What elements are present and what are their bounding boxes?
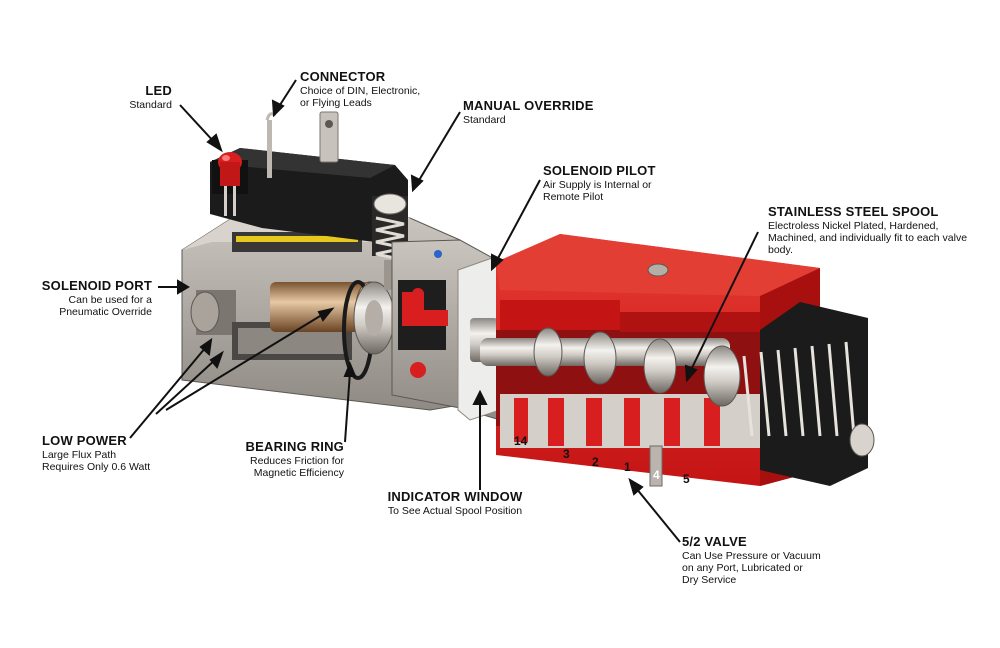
led-indicator: [212, 152, 248, 216]
port-label-3: 3: [563, 447, 570, 461]
callout-solenoid-port: SOLENOID PORT Can be used for a Pneumati…: [20, 278, 152, 318]
callout-connector-desc-1: Choice of DIN, Electronic,: [300, 84, 421, 97]
callout-indicator-window-title: INDICATOR WINDOW: [387, 489, 523, 504]
callout-5-2-valve-desc-1: Can Use Pressure or Vacuum: [682, 549, 821, 562]
callout-low-power-title: LOW POWER: [42, 433, 127, 448]
leader-lines: [129, 79, 759, 543]
callout-indicator-window-desc: To See Actual Spool Position: [387, 504, 523, 517]
callout-low-power-desc-1: Large Flux Path: [42, 448, 117, 461]
callout-manual-override-title: MANUAL OVERRIDE: [463, 98, 594, 113]
callout-stainless-spool: STAINLESS STEEL SPOOL Electroless Nickel…: [768, 204, 993, 257]
callout-5-2-valve-title: 5/2 VALVE: [682, 534, 747, 549]
port-label-2: 2: [592, 455, 599, 469]
callout-low-power: LOW POWER Large Flux Path Requires Only …: [42, 433, 192, 473]
callout-connector-title: CONNECTOR: [300, 69, 386, 84]
callout-led-desc: Standard: [129, 98, 172, 111]
port-label-14: 14: [514, 434, 528, 448]
callout-connector-desc-2: or Flying Leads: [300, 97, 372, 109]
callout-stainless-spool-desc-1: Electroless Nickel Plated, Hardened,: [768, 219, 939, 232]
callout-solenoid-port-title: SOLENOID PORT: [41, 278, 152, 293]
callout-manual-override: MANUAL OVERRIDE Standard: [463, 98, 613, 126]
callout-indicator-window: INDICATOR WINDOW To See Actual Spool Pos…: [370, 489, 540, 517]
callout-led: LED Standard: [110, 83, 172, 111]
callout-solenoid-port-desc-2: Pneumatic Override: [59, 306, 152, 318]
callout-manual-override-desc: Standard: [463, 113, 506, 126]
callout-stainless-spool-title: STAINLESS STEEL SPOOL: [768, 204, 939, 219]
callout-5-2-valve-desc-3: Dry Service: [682, 574, 737, 587]
callout-solenoid-pilot-title: SOLENOID PILOT: [543, 163, 656, 178]
callout-low-power-desc-2: Requires Only 0.6 Watt: [42, 461, 151, 473]
port-label-5: 5: [683, 472, 690, 486]
callout-bearing-ring-desc-2: Magnetic Efficiency: [253, 467, 344, 479]
callout-stainless-spool-desc-2: Machined, and individually fit to each v…: [768, 232, 968, 244]
callout-connector: CONNECTOR Choice of DIN, Electronic, or …: [300, 69, 460, 109]
port-label-4: 4: [653, 468, 660, 482]
connector-block: [210, 111, 408, 242]
callout-bearing-ring-title: BEARING RING: [245, 439, 344, 454]
end-cap: [742, 302, 875, 486]
callout-solenoid-pilot-desc-1: Air Supply is Internal or: [543, 178, 652, 191]
callout-stainless-spool-desc-3: body.: [768, 244, 793, 257]
callout-5-2-valve-desc-2: on any Port, Lubricated or: [682, 562, 803, 574]
bearing-ring: [342, 280, 395, 380]
port-label-1: 1: [624, 460, 631, 474]
callout-5-2-valve: 5/2 VALVE Can Use Pressure or Vacuum on …: [682, 534, 852, 587]
callout-bearing-ring: BEARING RING Reduces Friction for Magnet…: [226, 439, 344, 479]
callout-solenoid-pilot: SOLENOID PILOT Air Supply is Internal or…: [543, 163, 693, 203]
callout-led-title: LED: [145, 83, 172, 98]
spool: [480, 327, 741, 407]
callout-solenoid-pilot-desc-2: Remote Pilot: [543, 191, 604, 203]
callout-bearing-ring-desc-1: Reduces Friction for: [250, 454, 344, 467]
callout-solenoid-port-desc-1: Can be used for a: [68, 293, 152, 306]
